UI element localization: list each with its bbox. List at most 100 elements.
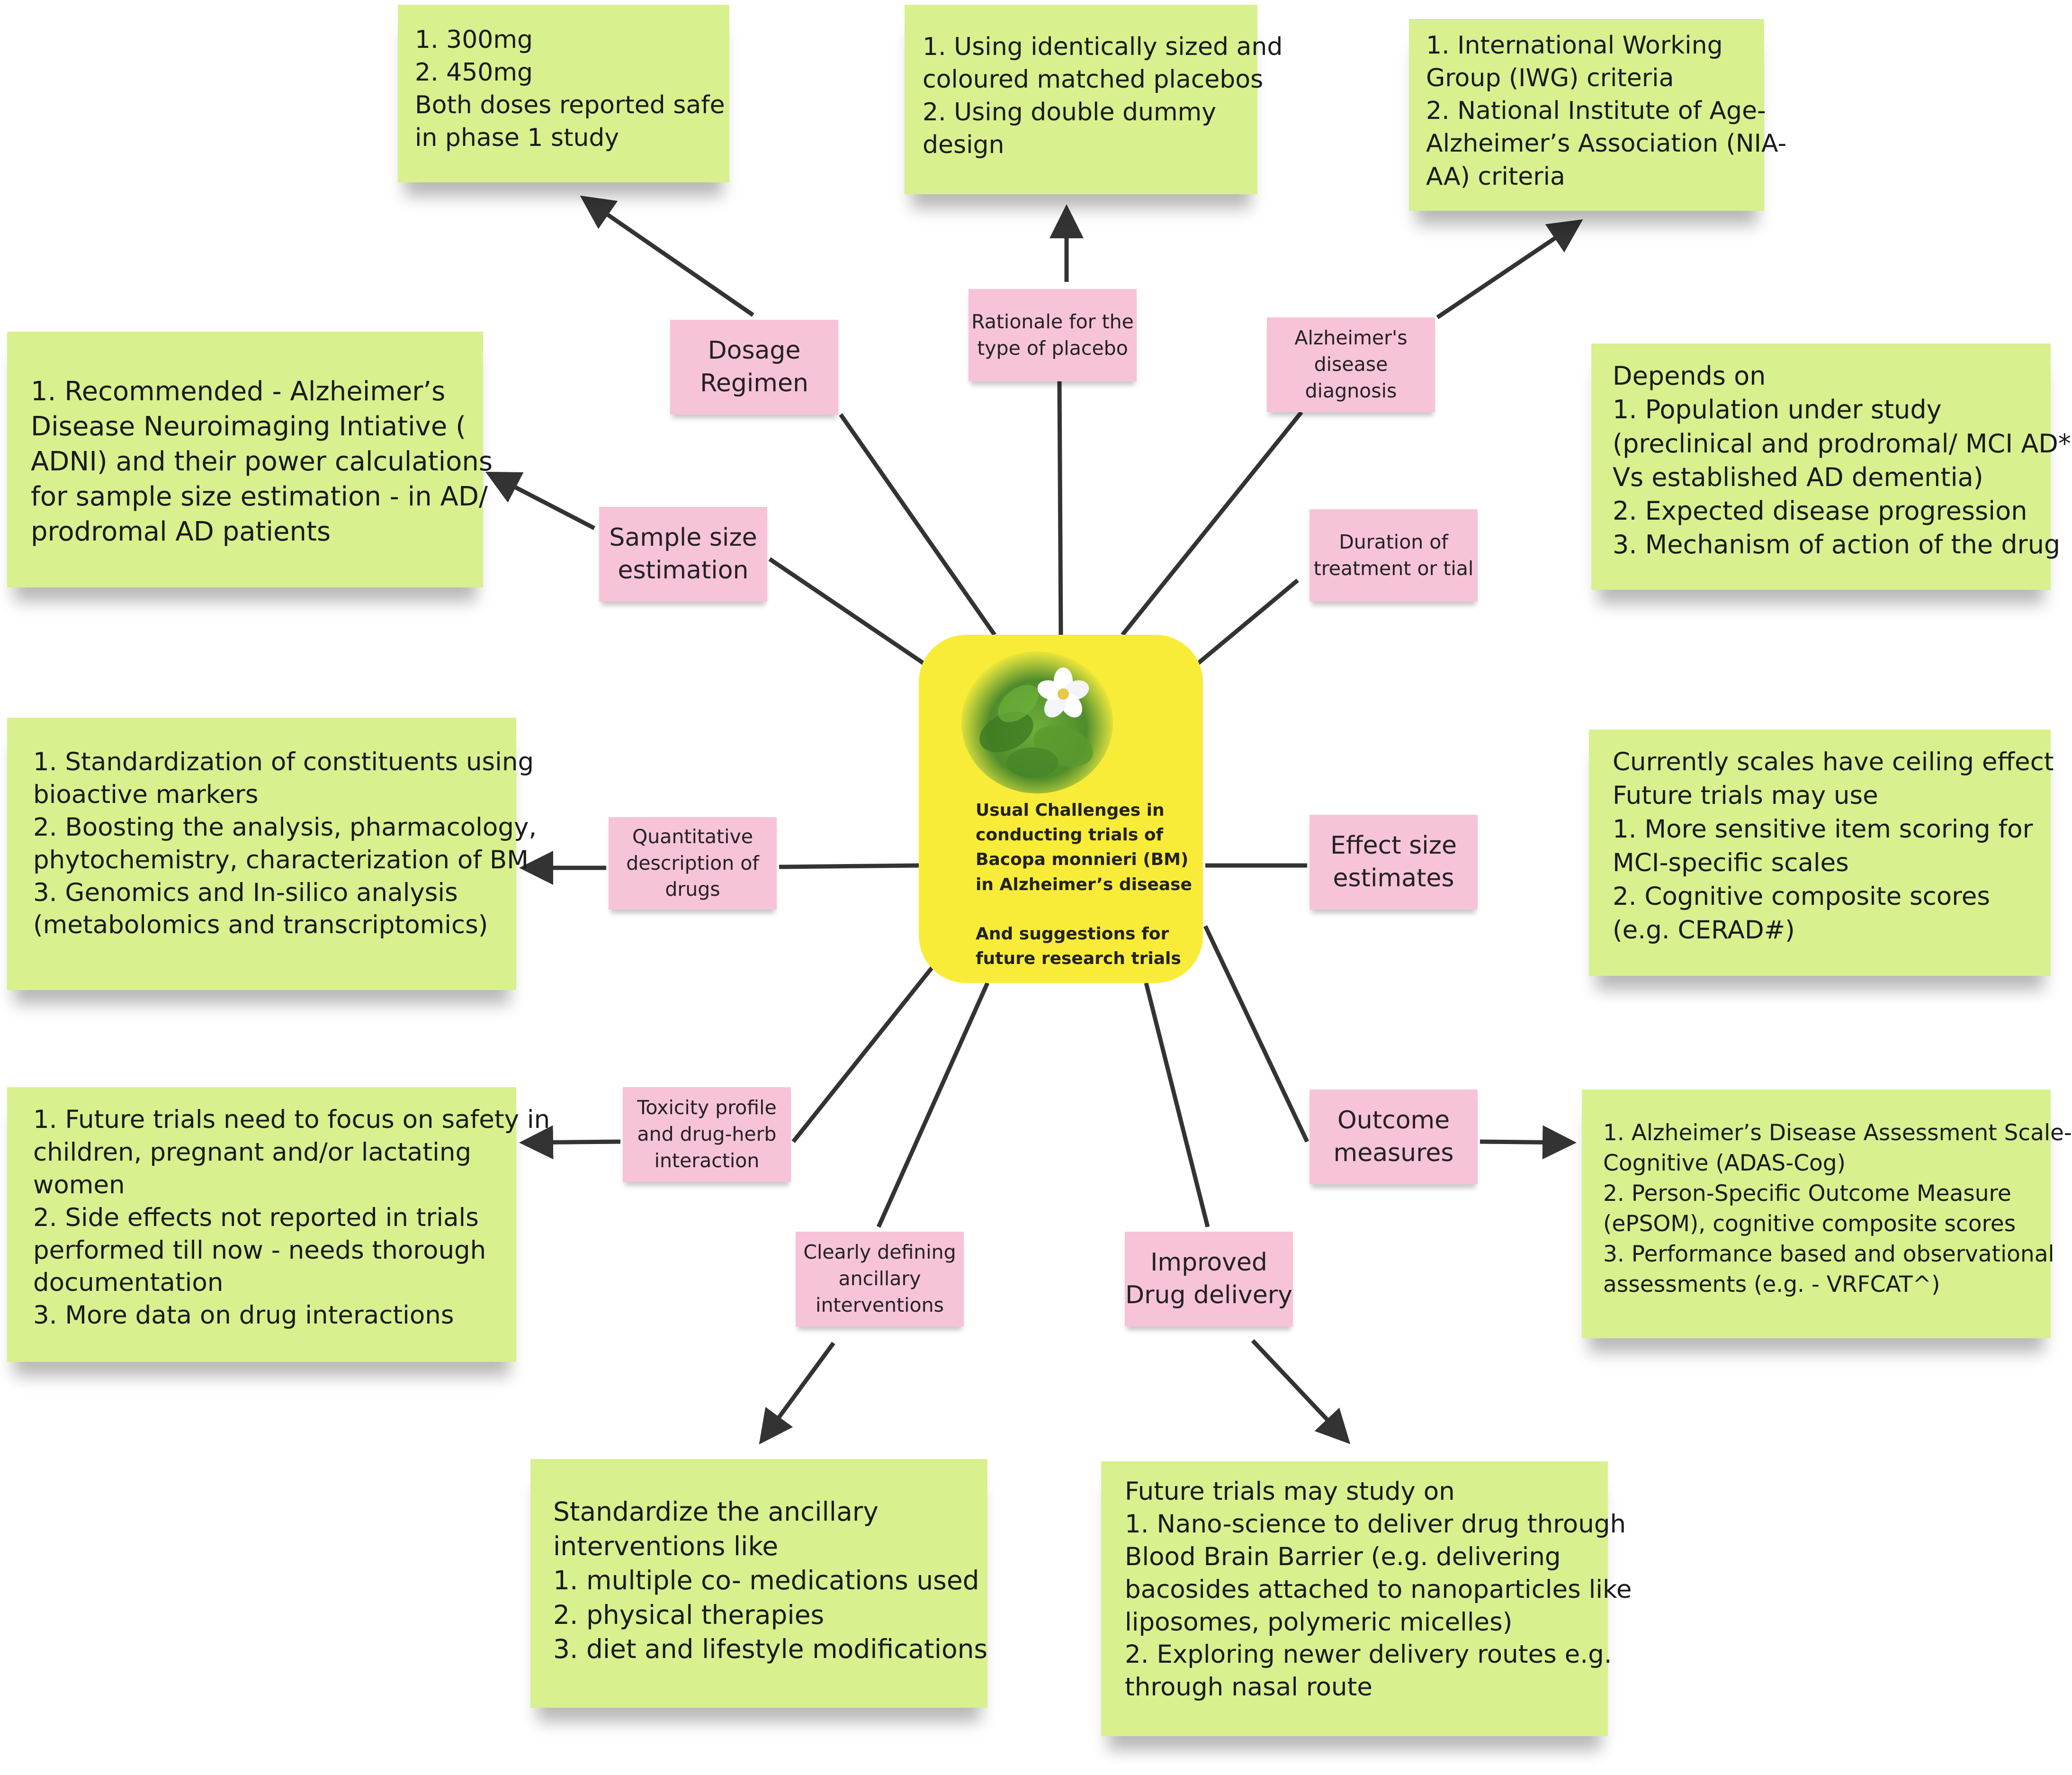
bacopa-flower-icon [979,667,1093,778]
note-line: Both doses reported safe [415,91,725,120]
central-title-line: conducting trials of [976,825,1164,845]
note-line: 1. Recommended - Alzheimer’s [31,376,446,407]
connector-line [768,557,925,665]
central-title-line: in Alzheimer’s disease [976,874,1192,894]
note-line: 2. Expected disease progression [1613,496,2027,526]
connector-arrow [1480,1125,1577,1160]
note-line: 3. diet and lifestyle modifications [553,1634,988,1665]
note-line: liposomes, polymeric micelles) [1125,1607,1513,1637]
note-line: Standardize the ancillary [553,1496,879,1527]
topic-line: type of placebo [977,336,1128,360]
note-line: Future trials may use [1613,781,1878,811]
topic-line: estimation [618,556,749,585]
connector-arrow [759,1342,835,1445]
topic-line: drugs [665,878,720,901]
note-line: 2. Cognitive composite scores [1613,882,1990,911]
topic-line: Duration of [1339,530,1448,553]
note-line: phytochemistry, characterization of BM [33,845,529,874]
topic-line: disease [1314,353,1388,376]
note-line: Alzheimer’s Association (NIA- [1426,129,1787,158]
note-line: for sample size estimation - in AD/ [31,481,488,512]
note-sample-size: 1. Recommended - Alzheimer’s Disease Neu… [7,332,493,587]
central-title-line: Usual Challenges in [976,801,1165,820]
note-line: AA) criteria [1426,162,1565,191]
connector-line [1203,925,1310,1143]
central-subtitle-line: And suggestions for [976,924,1169,944]
note-line: 2. Person-Specific Outcome Measure [1603,1180,2011,1207]
topic-outcome-measures: Outcome measures [1310,1090,1478,1184]
topic-line: Outcome [1337,1106,1450,1135]
note-line: 2. Using double dummy [923,98,1217,127]
connector-arrow [1251,1339,1351,1444]
note-drug-delivery: Future trials may study on 1. Nano-scien… [1101,1461,1632,1736]
connector-line [839,413,996,636]
note-line: 3. Genomics and In-silico analysis [33,878,458,907]
topic-line: measures [1333,1139,1454,1167]
topic-line: Drug delivery [1125,1281,1292,1309]
note-line: 1. 300mg [415,26,533,54]
connector-line [791,965,935,1143]
note-duration: Depends on 1. Population under study (pr… [1591,343,2071,590]
topic-ad-diagnosis: Alzheimer's disease diagnosis [1267,317,1435,412]
topic-line: Alzheimer's [1294,326,1408,350]
note-line: Currently scales have ceiling effect [1613,748,2054,776]
topic-quantitative-description: Quantitative description of drugs [609,817,777,910]
note-line: in phase 1 study [415,124,619,153]
note-line: 2. Boosting the analysis, pharmacology, [33,812,537,842]
bacopa-plant-photo [961,651,1113,793]
note-dosage: 1. 300mg 2. 450mg Both doses reported sa… [398,5,729,182]
topic-line: diagnosis [1305,379,1397,402]
note-line: assessments (e.g. - VRFCAT^) [1603,1271,1940,1297]
connector-line [876,982,990,1228]
note-line: (preclinical and prodromal/ MCI AD* [1613,428,2071,459]
topic-line: Clearly defining [803,1241,956,1264]
connector-line [779,863,919,869]
note-line: 1. Future trials need to focus on safety… [33,1105,550,1134]
note-line: Blood Brain Barrier (e.g. delivering [1125,1542,1561,1571]
topic-effect-size: Effect size estimates [1310,815,1478,910]
central-title-line: Bacopa monnieri (BM) [976,850,1189,870]
note-quantitative: 1. Standardization of constituents using… [7,718,537,990]
topic-placebo-rationale: Rationale for the type of placebo [969,289,1137,381]
note-line: 2. 450mg [415,58,533,87]
note-effect-size: Currently scales have ceiling effect Fut… [1589,730,2054,976]
note-line: 1. Population under study [1613,395,1942,425]
connector-arrow [1436,219,1583,319]
note-line: 1. Alzheimer’s Disease Assessment Scale- [1603,1120,2072,1146]
central-topic: Usual Challenges in conducting trials of… [919,635,1203,983]
central-topic-text: Usual Challenges in conducting trials of… [976,798,1193,971]
note-line: bioactive markers [33,780,259,809]
note-line: 1. multiple co- medications used [553,1565,979,1596]
topic-line: treatment or tial [1313,557,1474,580]
note-line: 3. More data on drug interactions [33,1301,454,1330]
connector-line [1057,381,1063,635]
note-line: coloured matched placebos [923,65,1264,94]
topic-line: Improved [1150,1248,1267,1277]
note-line: through nasal route [1125,1673,1372,1702]
spacer [976,897,1193,922]
note-line: Cognitive (ADAS-Cog) [1603,1150,1846,1176]
note-line: 1. More sensitive item scoring for [1613,815,2033,844]
note-line: 1. International Working [1426,31,1723,60]
note-line: (metabolomics and transcriptomics) [33,910,488,940]
note-placebo: 1. Using identically sized and coloured … [905,5,1283,194]
topic-line: Regimen [700,369,808,397]
connector-arrow [519,1125,621,1160]
topic-ancillary-interventions: Clearly defining ancillary interventions [796,1232,964,1326]
note-outcome: 1. Alzheimer’s Disease Assessment Scale-… [1582,1090,2072,1338]
topic-line: and drug-herb [637,1123,777,1146]
topic-duration: Duration of treatment or tial [1310,509,1478,602]
note-line: Group (IWG) criteria [1426,64,1674,93]
note-line: 2. Exploring newer delivery routes e.g. [1125,1640,1612,1669]
topic-toxicity-profile: Toxicity profile and drug-herb interacti… [623,1087,791,1182]
topic-line: description of [626,851,759,874]
note-line: MCI-specific scales [1613,848,1849,878]
note-line: 1. Nano-science to deliver drug through [1125,1509,1626,1539]
topic-line: ancillary [838,1267,921,1290]
connector-line [1121,411,1303,636]
note-line: women [33,1170,125,1199]
note-ancillary: Standardize the ancillary interventions … [530,1459,987,1708]
note-line: 1. Using identically sized and [923,33,1283,61]
